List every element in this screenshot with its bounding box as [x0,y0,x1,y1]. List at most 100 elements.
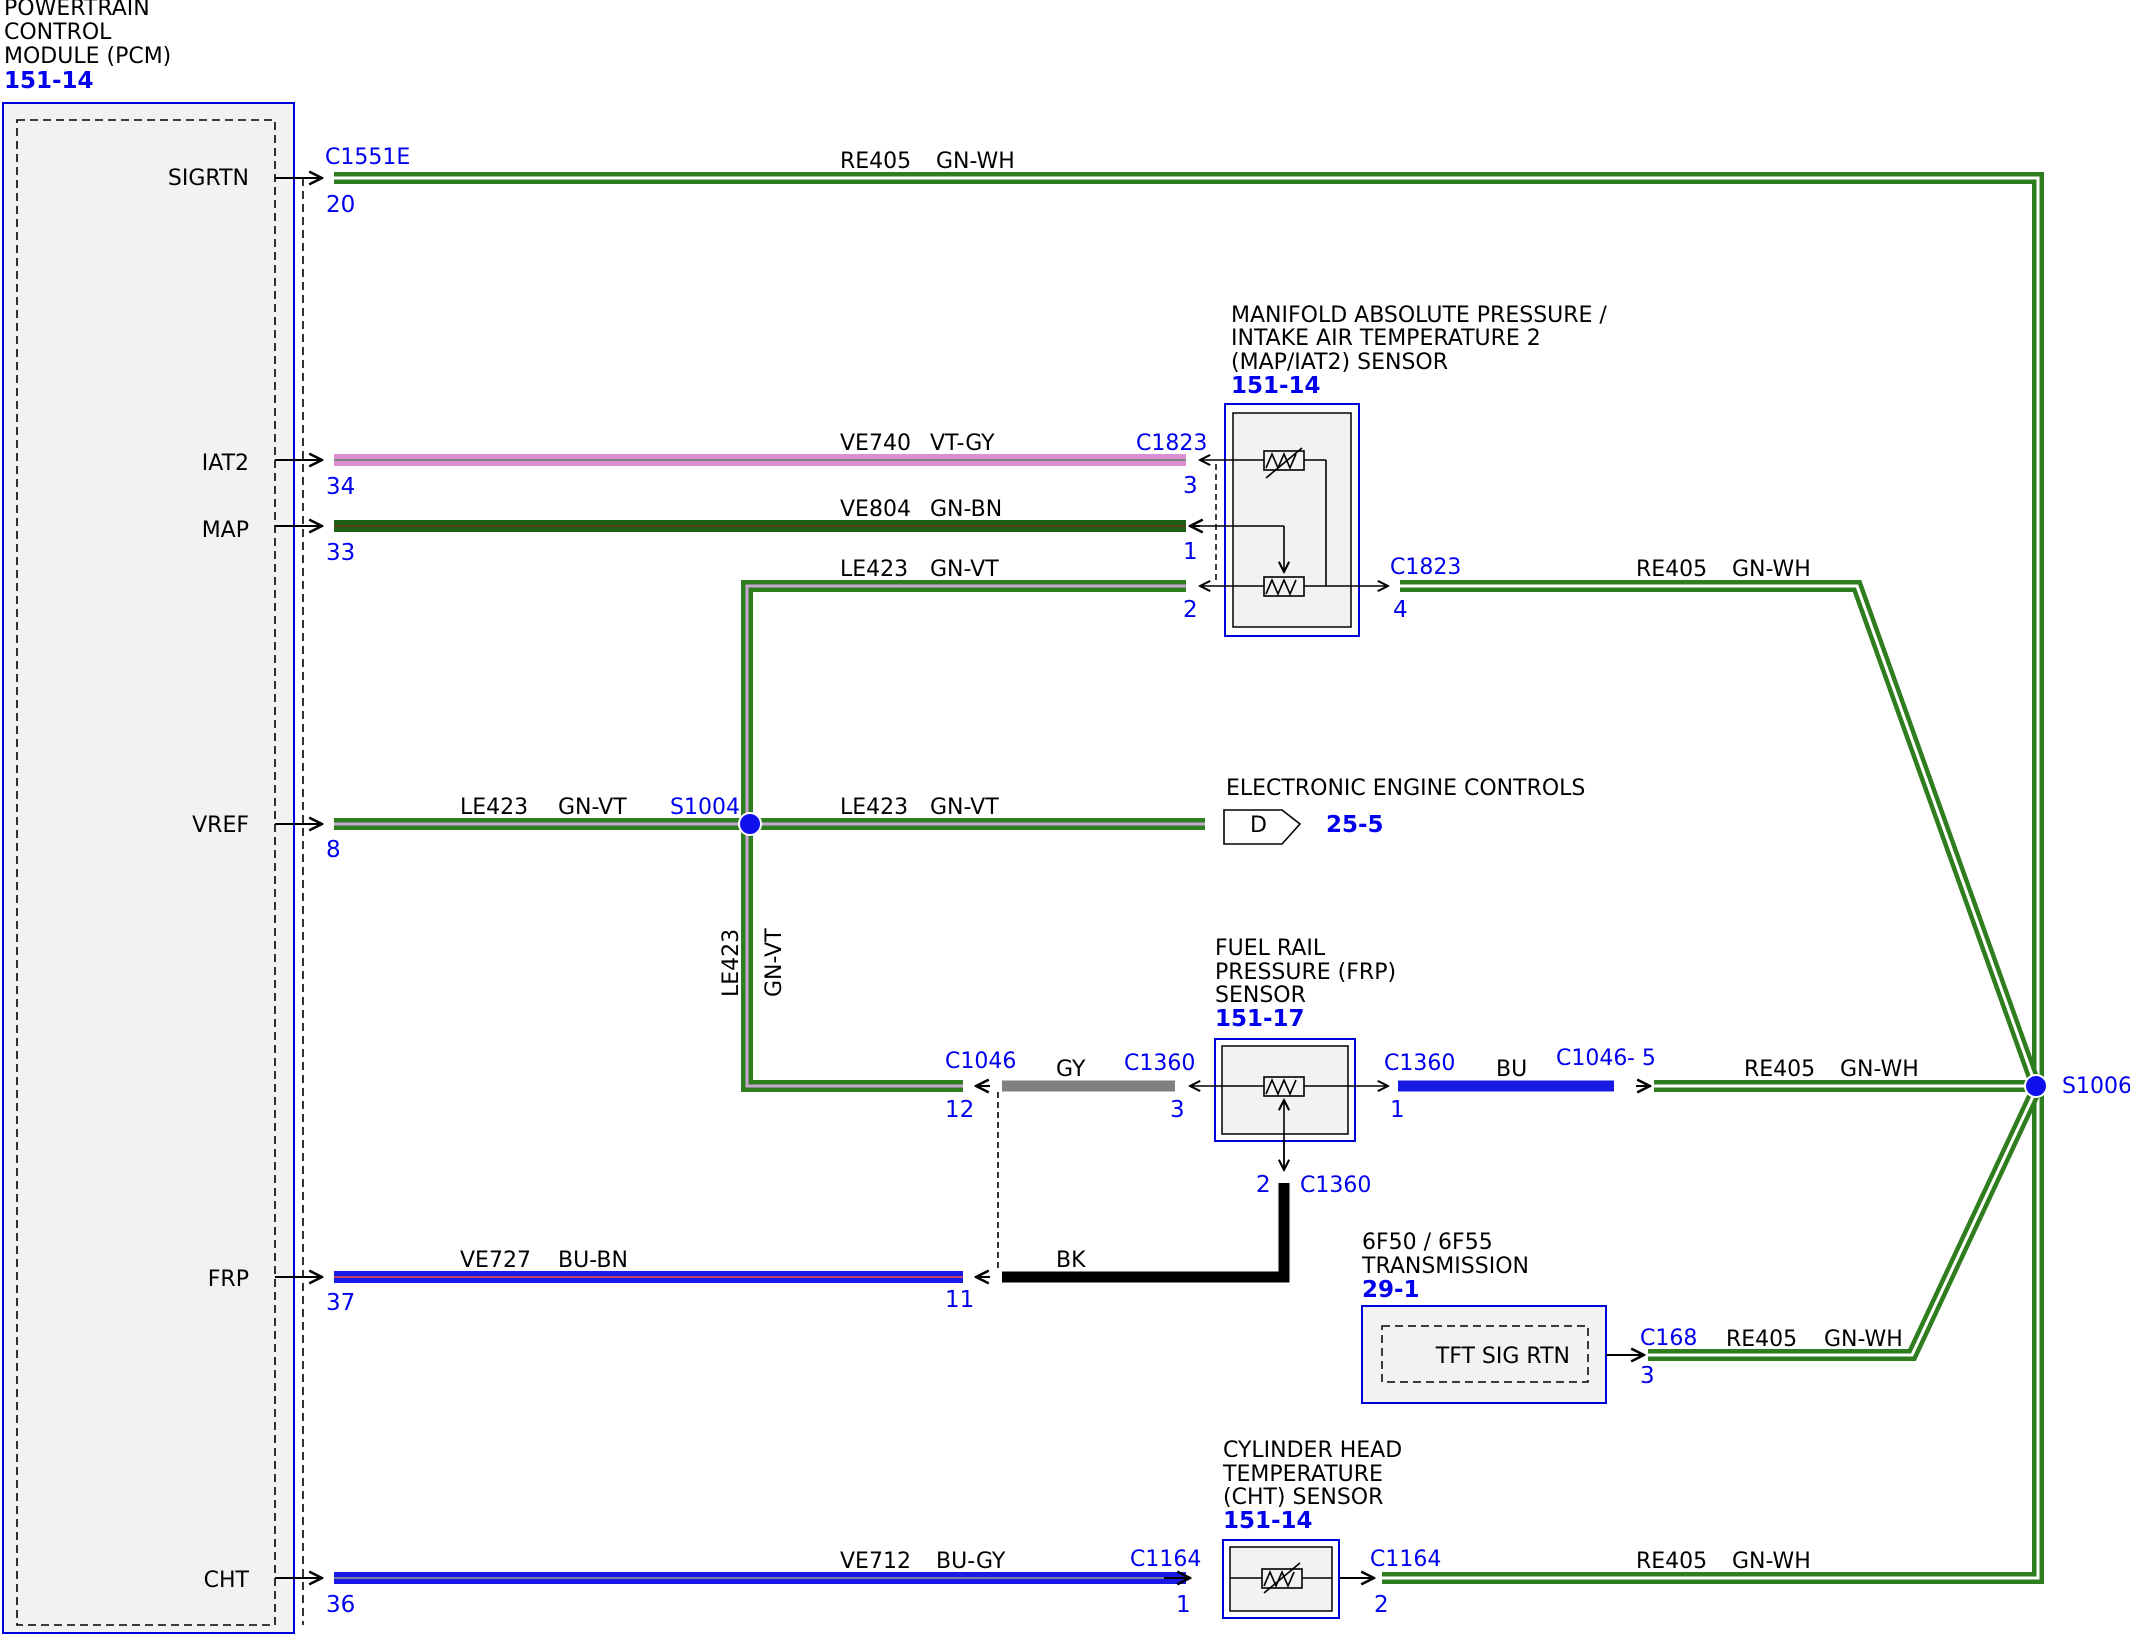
pcm-pin-number-34: 34 [326,474,355,500]
wire-frp-bu-color: BU [1496,1057,1527,1082]
frp-sensor-title-line2: PRESSURE (FRP) [1215,960,1396,985]
frp-sensor-title-line1: FUEL RAIL [1215,936,1326,961]
wire-map-color: GN-BN [930,497,1002,522]
map-sensor-ref-link[interactable]: 151-14 [1231,373,1321,399]
transmission-connector-label: C168 [1640,1326,1697,1351]
cht-pin-2: 2 [1374,1592,1389,1618]
pcm-inner-box [16,119,276,1626]
wire-map-rtn-circuit: RE405 [1636,557,1707,582]
transmission: 6F50 / 6F55 TRANSMISSION 29-1 TFT SIG RT… [1361,1230,1624,1404]
frp-pin-2: 2 [1256,1172,1271,1198]
splice-s1006-label: S1006 [2062,1074,2130,1099]
transmission-box [1361,1305,1607,1404]
cht-connector-left: C1164 [1130,1547,1201,1572]
map-sensor-pin-3: 3 [1183,473,1198,499]
pcm-pin-number-37: 37 [326,1290,355,1316]
transmission-title-line1: 6F50 / 6F55 [1362,1230,1493,1255]
transmission-ref-link[interactable]: 29-1 [1362,1277,1420,1303]
frp-sensor-ref-link[interactable]: 151-17 [1215,1006,1305,1032]
pcm-pin-number-33: 33 [326,540,355,566]
wire-vref-right-circuit: LE423 [840,795,908,820]
cht-pin-1: 1 [1176,1592,1191,1618]
wire-iat2-circuit: VE740 [840,431,911,456]
frp-connector-left: C1360 [1124,1051,1195,1076]
pcm-title-line3: MODULE (PCM) [4,44,171,69]
transmission-inner-box [1381,1325,1589,1383]
cht-connector-right: C1164 [1370,1547,1441,1572]
pcm-pin-label-frp: FRP [208,1267,249,1292]
wire-sigrtn [334,172,2044,1584]
c1046-right-connector-label: C1046 [1556,1046,1627,1071]
eec-ref-link[interactable]: 25-5 [1326,812,1384,838]
frp-sensor: FUEL RAIL PRESSURE (FRP) SENSOR 151-17 [976,936,1650,1578]
cht-sensor-ref-link[interactable]: 151-14 [1223,1508,1313,1534]
wire-frp-bk-color: BK [1056,1248,1086,1273]
map-iat2-sensor: MANIFOLD ABSOLUTE PRESSURE / INTAKE AIR … [1190,303,1607,637]
map-pressure-element-icon [1200,525,1388,597]
frp-sensor-title-line3: SENSOR [1215,983,1306,1008]
wire-map-vref-color: GN-VT [930,557,999,582]
cht-sensor: CYLINDER HEAD TEMPERATURE (CHT) SENSOR 1… [1222,1438,1402,1619]
wire-frp-sig-color: BU-BN [558,1248,628,1273]
frp-connector-right: C1360 [1384,1051,1455,1076]
map-sensor-pin-2: 2 [1183,597,1198,623]
transmission-pin-3: 3 [1640,1363,1655,1389]
wire-sigrtn-circuit: RE405 [840,149,911,174]
wire-frp-rtn-circuit: RE405 [1744,1057,1815,1082]
pcm-title-line1: POWERTRAIN [4,0,150,21]
map-sensor-title-line3: (MAP/IAT2) SENSOR [1231,350,1448,375]
splice-s1004 [738,812,762,836]
wire-cht-rtn-circuit: RE405 [1636,1549,1707,1574]
pcm-pin-label-cht: CHT [204,1568,250,1593]
pcm-pin-label-vref: VREF [192,813,249,838]
c1046-pin-12: 12 [945,1097,974,1123]
wire-map-rtn [1400,580,2042,1089]
iat2-thermistor-icon [1200,447,1327,586]
wire-cht-color: BU-GY [936,1549,1006,1574]
eec-letter: D [1250,813,1267,838]
wire-cht-circuit: VE712 [840,1549,911,1574]
c1046-connector-label: C1046 [945,1049,1016,1074]
pcm-connector-stubs [275,178,322,1578]
pcm-ref-link[interactable]: 151-14 [4,68,94,94]
cht-sensor-title-line1: CYLINDER HEAD [1223,1438,1402,1463]
wire-tft-rtn-circuit: RE405 [1726,1327,1797,1352]
wire-frp-gy-color: GY [1056,1057,1086,1082]
frp-connector-bottom: C1360 [1300,1173,1371,1198]
wire-frp-rtn-color: GN-WH [1840,1057,1919,1082]
c1046-pin-11: 11 [945,1287,974,1313]
transmission-tft-sig-rtn: TFT SIG RTN [1435,1344,1570,1369]
map-sensor-title-line2: INTAKE AIR TEMPERATURE 2 [1231,326,1541,351]
frp-pin-1: 1 [1390,1097,1405,1123]
wire-map-rtn-color: GN-WH [1732,557,1811,582]
wire-vref-vertical-circuit: LE423 [719,929,744,997]
pcm-pin-label-map: MAP [202,518,249,543]
map-sensor-connector-left: C1823 [1136,431,1207,456]
cht-sensor-title-line3: (CHT) SENSOR [1223,1485,1383,1510]
wire-vref-left-circuit: LE423 [460,795,528,820]
wire-iat2-color: VT-GY [930,431,995,456]
map-sensor-title-line1: MANIFOLD ABSOLUTE PRESSURE / [1231,303,1607,328]
frp-sensor-inner-box [1221,1045,1349,1135]
pcm-title-line2: CONTROL [4,20,112,45]
pcm-pin-label-sigrtn: SIGRTN [168,166,249,191]
eec-title: ELECTRONIC ENGINE CONTROLS [1226,776,1585,801]
transmission-title-line2: TRANSMISSION [1361,1254,1529,1279]
map-sensor-inner-box [1232,412,1352,628]
splice-s1004-label: S1004 [670,795,740,820]
pcm-connector-label: C1551E [325,145,410,170]
eec-connector: ELECTRONIC ENGINE CONTROLS D 25-5 [1223,776,1585,845]
cht-thermistor-icon [1230,1562,1332,1594]
pcm-pin-label-iat2: IAT2 [202,451,249,476]
pcm-pin-number-36: 36 [326,1592,355,1618]
cht-sensor-title-line2: TEMPERATURE [1222,1462,1383,1487]
wire-vref-vertical-color: GN-VT [762,928,787,997]
pcm-box [2,102,295,1634]
wire-vref-right-color: GN-VT [930,795,999,820]
frp-element-icon [1190,1076,1388,1170]
splice-s1006 [2024,1074,2048,1098]
frp-pin-3: 3 [1170,1097,1185,1123]
pcm-module: POWERTRAIN CONTROL MODULE (PCM) 151-14 S… [2,0,304,1634]
map-sensor-pin-1: 1 [1183,539,1198,565]
